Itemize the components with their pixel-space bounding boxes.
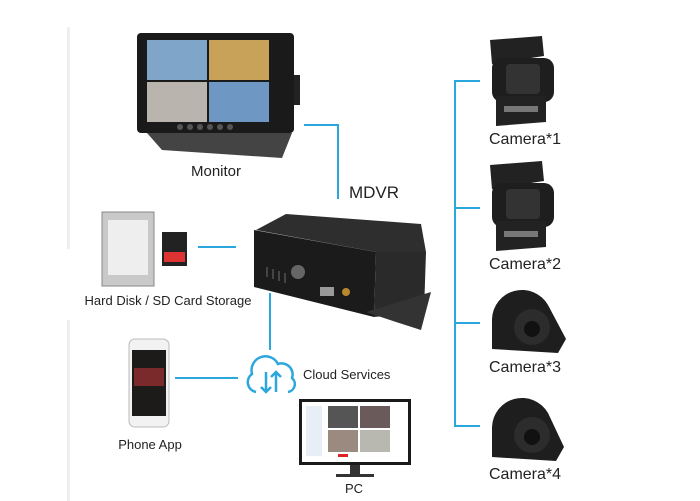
monitor-image bbox=[137, 33, 300, 158]
phone-app-label: Phone App bbox=[118, 437, 182, 452]
pc-label: PC bbox=[344, 481, 364, 496]
camera-1-image bbox=[490, 36, 554, 126]
camera-3-image bbox=[492, 289, 566, 353]
mdvr-device-image bbox=[254, 214, 431, 330]
monitor-connector bbox=[337, 124, 339, 199]
camera-2-image bbox=[490, 161, 554, 251]
phone-image bbox=[128, 338, 170, 428]
camera-4-connector bbox=[454, 425, 480, 427]
mdvr-label: MDVR bbox=[348, 183, 400, 202]
camera-3-connector bbox=[454, 322, 480, 324]
left-border-line bbox=[67, 27, 70, 249]
pc-image bbox=[299, 399, 411, 477]
camera-2-label: Camera*2 bbox=[488, 256, 562, 273]
camera-bus-line bbox=[454, 80, 456, 427]
camera-2-connector bbox=[454, 207, 480, 209]
left-border-line bbox=[67, 320, 70, 501]
monitor-connector bbox=[304, 124, 339, 126]
camera-3-label: Camera*3 bbox=[488, 359, 562, 376]
cloud-connector bbox=[269, 293, 271, 350]
cloud-services-label: Cloud Services bbox=[303, 367, 391, 382]
camera-4-label: Camera*4 bbox=[488, 466, 562, 483]
hard-disk-sd-card-image bbox=[101, 211, 187, 287]
storage-connector bbox=[198, 246, 236, 248]
monitor-label: Monitor bbox=[190, 163, 242, 180]
phone-connector bbox=[175, 377, 238, 379]
cloud-icon bbox=[246, 355, 297, 394]
camera-1-connector bbox=[454, 80, 480, 82]
camera-4-image bbox=[492, 397, 564, 461]
camera-1-label: Camera*1 bbox=[488, 131, 562, 148]
storage-label: Hard Disk / SD Card Storage bbox=[84, 293, 252, 308]
